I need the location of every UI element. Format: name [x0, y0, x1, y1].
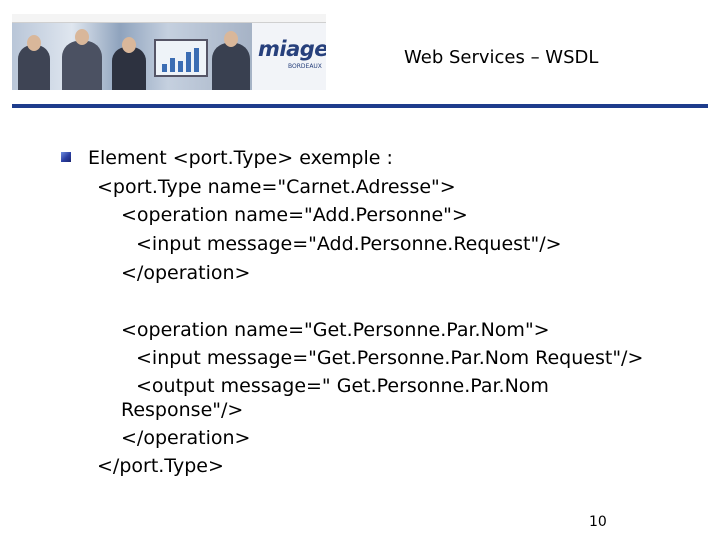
content-line: Response"/>	[121, 399, 244, 421]
content-line: <output message=" Get.Personne.Par.Nom	[136, 375, 549, 397]
banner-strip	[12, 14, 326, 23]
miage-logo: miage BORDEAUX	[252, 23, 326, 90]
header-divider	[12, 104, 708, 108]
content-line: <port.Type name="Carnet.Adresse">	[97, 176, 456, 198]
logo-subtitle: BORDEAUX	[288, 63, 322, 70]
banner-face	[224, 31, 238, 47]
bullet-icon	[61, 152, 71, 162]
banner-person	[62, 41, 102, 90]
content-line: <operation name="Get.Personne.Par.Nom">	[121, 319, 550, 341]
banner-photo	[12, 23, 252, 90]
banner-person	[18, 45, 50, 90]
banner-face	[27, 35, 41, 51]
logo-brand: miage	[258, 37, 326, 61]
banner-chart-screen	[154, 39, 208, 77]
banner-person	[112, 47, 146, 90]
slide-title: Web Services – WSDL	[404, 47, 599, 68]
content-line: Element <port.Type> exemple :	[88, 147, 393, 169]
header-banner-image: miage BORDEAUX	[12, 14, 326, 90]
content-line: </operation>	[121, 262, 251, 284]
content-line: <input message="Add.Personne.Request"/>	[136, 233, 562, 255]
content-line: <input message="Get.Personne.Par.Nom Req…	[136, 347, 644, 369]
content-line: </port.Type>	[97, 455, 224, 477]
banner-face	[75, 29, 89, 45]
banner-face	[122, 37, 136, 53]
page-number: 10	[589, 514, 607, 530]
content-line: <operation name="Add.Personne">	[121, 204, 468, 226]
banner-person	[212, 43, 250, 90]
content-line: </operation>	[121, 427, 251, 449]
